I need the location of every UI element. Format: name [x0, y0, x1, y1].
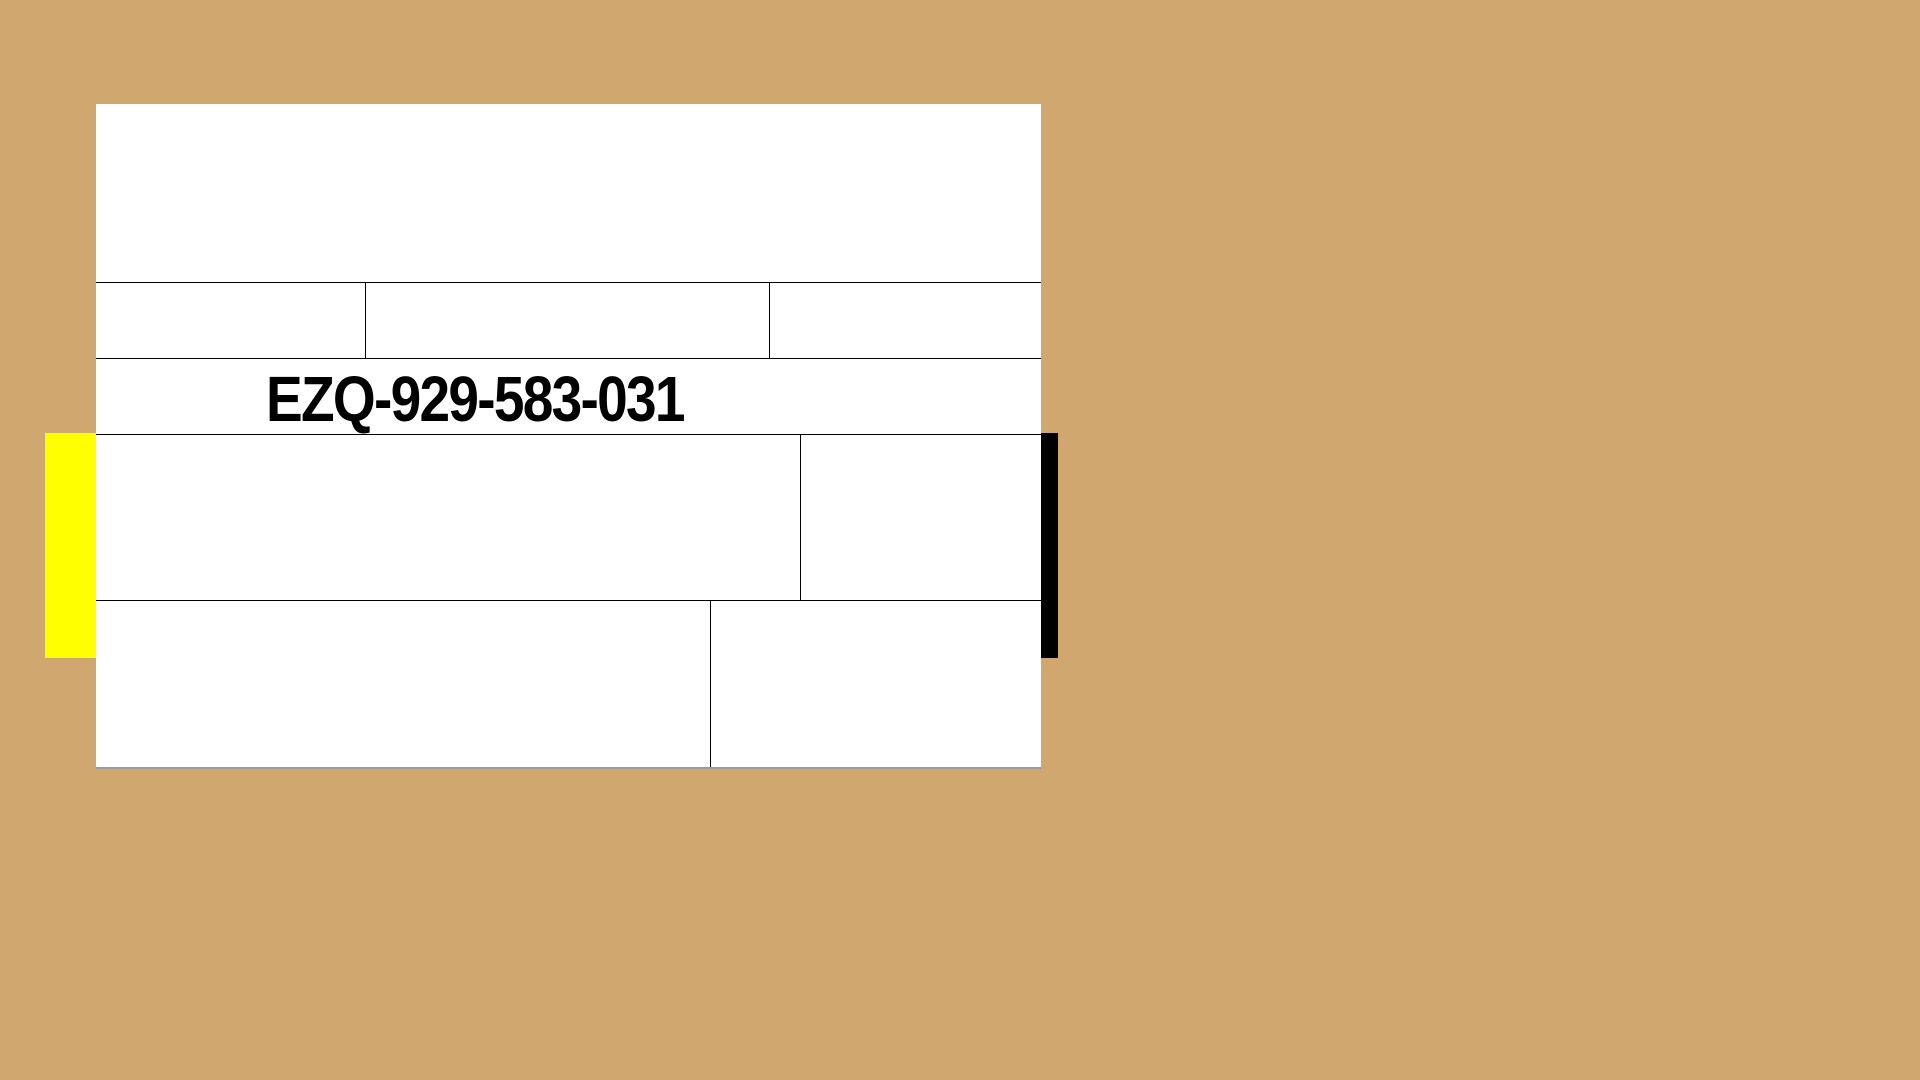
field-divider — [365, 283, 366, 358]
label-row-fields — [96, 283, 1041, 359]
label-header-area — [96, 104, 1041, 283]
label-row-footer — [96, 601, 1041, 767]
field-divider — [710, 601, 711, 767]
label-row-address — [96, 435, 1041, 601]
tracking-code: EZQ-929-583-031 — [266, 363, 686, 435]
field-divider — [800, 435, 801, 600]
field-divider — [769, 283, 770, 358]
shipping-label: EZQ-929-583-031 — [96, 104, 1041, 769]
yellow-tape-strip — [45, 433, 96, 658]
label-row-code: EZQ-929-583-031 — [96, 359, 1041, 435]
black-tape-strip — [1041, 433, 1058, 658]
